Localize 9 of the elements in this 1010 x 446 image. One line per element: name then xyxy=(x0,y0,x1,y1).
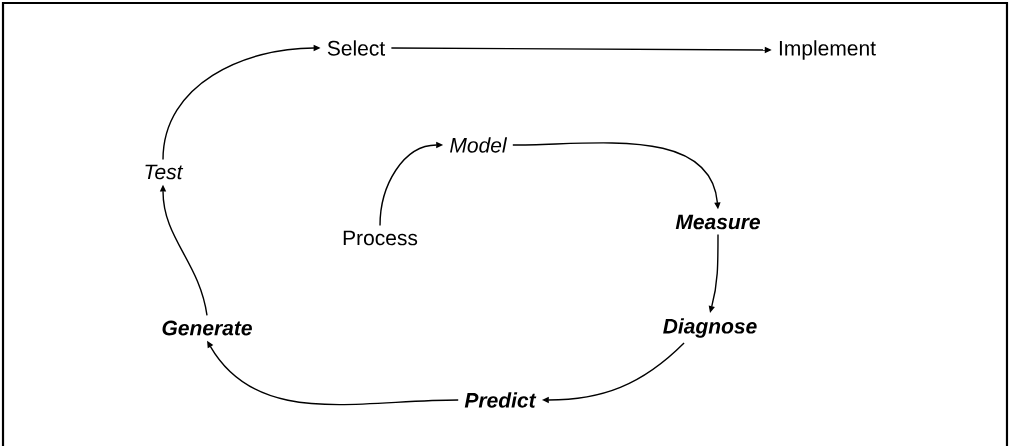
step-label: Diagnose xyxy=(663,318,757,338)
step-label: Implement xyxy=(779,40,876,60)
step-label: Model xyxy=(450,137,508,153)
step-label: Select xyxy=(327,40,385,56)
step-label: Process xyxy=(343,230,418,246)
step-label: Predict xyxy=(464,392,537,408)
step-label: Test xyxy=(145,164,184,180)
step-label: Measure xyxy=(675,214,760,230)
step-label: Generate xyxy=(162,320,252,336)
